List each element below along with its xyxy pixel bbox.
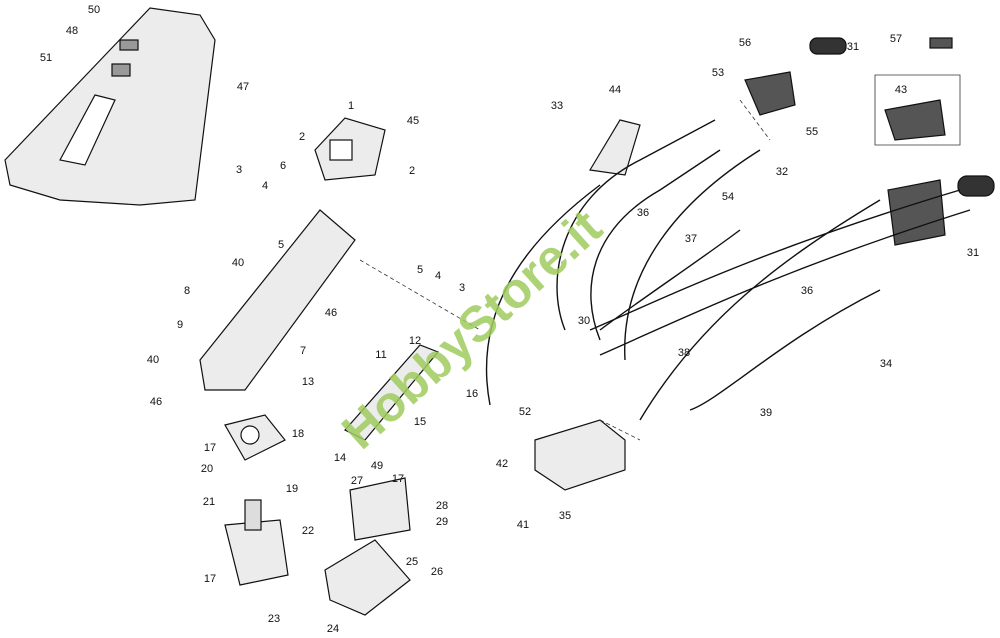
- part-label-3: 3: [458, 282, 466, 294]
- part-label-41: 41: [516, 519, 530, 531]
- part-label-46: 46: [324, 307, 338, 319]
- part-label-3: 3: [235, 164, 243, 176]
- base-24: [324, 539, 411, 616]
- part-label-14: 14: [333, 452, 347, 464]
- part-label-18: 18: [291, 428, 305, 440]
- part-label-40: 40: [231, 257, 245, 269]
- part-label-9: 9: [176, 319, 184, 331]
- part-label-17: 17: [391, 473, 405, 485]
- part-label-24: 24: [326, 623, 340, 635]
- part-label-54: 54: [721, 191, 735, 203]
- part-label-22: 22: [301, 525, 315, 537]
- part-label-8: 8: [183, 285, 191, 297]
- part-label-28: 28: [435, 500, 449, 512]
- part-label-40: 40: [146, 354, 160, 366]
- part-label-23: 23: [267, 613, 281, 625]
- part-label-53: 53: [711, 67, 725, 79]
- part-label-49: 49: [370, 460, 384, 472]
- part-label-46: 46: [149, 396, 163, 408]
- part-label-7: 7: [299, 345, 307, 357]
- handle-bracket: [199, 209, 356, 391]
- bracket-27: [349, 477, 411, 541]
- part-label-4: 4: [434, 270, 442, 282]
- part-label-35: 35: [558, 510, 572, 522]
- part-label-19: 19: [285, 483, 299, 495]
- part-label-15: 15: [413, 416, 427, 428]
- part-label-47: 47: [236, 81, 250, 93]
- part-label-5: 5: [277, 239, 285, 251]
- part-label-26: 26: [430, 566, 444, 578]
- part-label-11: 11: [375, 349, 387, 361]
- part-label-31: 31: [966, 247, 980, 259]
- part-label-12: 12: [408, 335, 422, 347]
- control-43: [884, 99, 946, 141]
- part-label-25: 25: [405, 556, 419, 568]
- cable: [485, 184, 601, 406]
- part-label-37: 37: [684, 233, 698, 245]
- part-label-29: 29: [435, 516, 449, 528]
- part-label-5: 5: [416, 264, 424, 276]
- part-label-4: 4: [261, 180, 269, 192]
- part-label-51: 51: [39, 52, 53, 64]
- part-label-21: 21: [202, 496, 216, 508]
- part-label-32: 32: [775, 166, 789, 178]
- part-label-55: 55: [805, 126, 819, 138]
- part-label-48: 48: [65, 25, 79, 37]
- part-label-27: 27: [350, 475, 364, 487]
- part-label-36: 36: [800, 285, 814, 297]
- control-box: [534, 419, 626, 491]
- part-label-45: 45: [406, 115, 420, 127]
- part-label-44: 44: [608, 84, 622, 96]
- part-label-42: 42: [495, 458, 509, 470]
- brake-lever-53: [744, 71, 796, 116]
- part-label-1: 1: [347, 100, 355, 112]
- part-label-36: 36: [636, 207, 650, 219]
- part-label-34: 34: [879, 358, 893, 370]
- part-label-13: 13: [301, 376, 315, 388]
- part-label-43: 43: [894, 84, 908, 96]
- part-label-16: 16: [465, 388, 479, 400]
- part-label-33: 33: [550, 100, 564, 112]
- part-label-20: 20: [200, 463, 214, 475]
- part-label-2: 2: [298, 131, 306, 143]
- throttle-lever: [589, 119, 641, 176]
- part-label-2: 2: [408, 165, 416, 177]
- part-label-39: 39: [759, 407, 773, 419]
- part-label-17: 17: [203, 442, 217, 454]
- part-label-56: 56: [738, 37, 752, 49]
- part-label-6: 6: [279, 160, 287, 172]
- part-label-17: 17: [203, 573, 217, 585]
- part-label-52: 52: [518, 406, 532, 418]
- part-label-30: 30: [577, 315, 591, 327]
- part-label-38: 38: [677, 347, 691, 359]
- handlebar-tube: [556, 119, 716, 331]
- mount-plate: [224, 519, 289, 586]
- part-label-57: 57: [889, 33, 903, 45]
- lever-16: [344, 344, 439, 441]
- part-label-31: 31: [846, 41, 860, 53]
- part-label-50: 50: [87, 4, 101, 16]
